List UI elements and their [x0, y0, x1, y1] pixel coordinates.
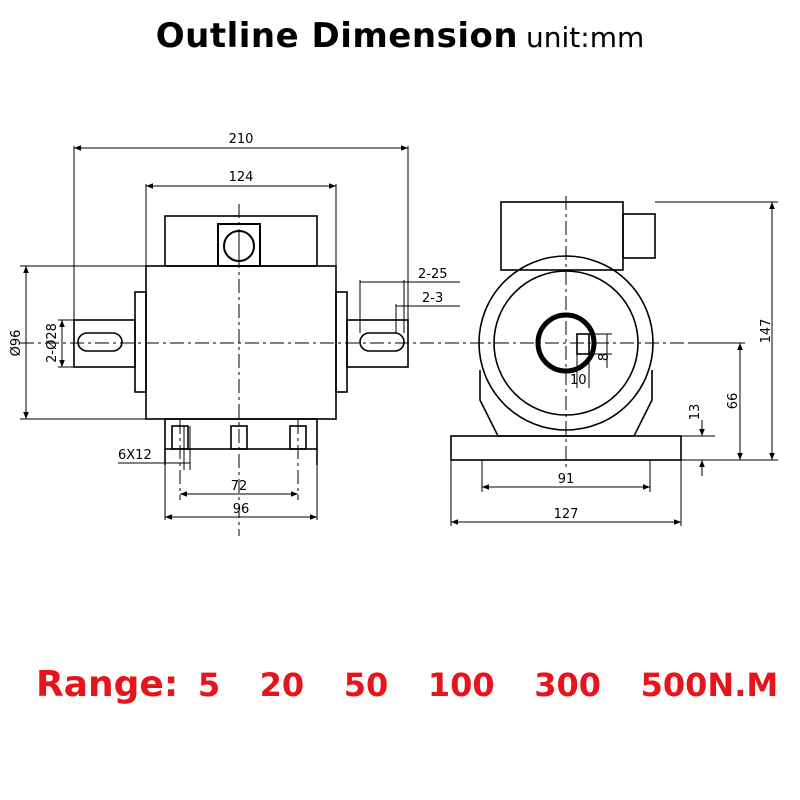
range-line: Range: 5 20 50 100 300 500N.M [36, 664, 778, 705]
title-main: Outline Dimension [155, 16, 519, 56]
dim-mount-holes: 6X12 [118, 448, 152, 463]
range-value: 500N.M [640, 666, 779, 704]
dim-overall-length: 210 [229, 132, 254, 147]
title-unit: unit:mm [526, 21, 645, 54]
dim-body-length: 124 [229, 170, 254, 185]
dim-shaft-diameter: Ø96 [9, 330, 24, 357]
dim-key-width: 10 [570, 373, 587, 388]
dim-overall-height: 147 [759, 319, 774, 344]
dim-keyway-length: 2-25 [418, 267, 448, 282]
dim-hole-spacing-front: 72 [231, 479, 248, 494]
side-centerlines [470, 196, 690, 470]
range-value: 5 [197, 666, 221, 704]
dim-base-thickness: 13 [688, 404, 703, 421]
range-value: 50 [343, 666, 389, 704]
side-dimensions [450, 201, 778, 526]
range-value: 20 [259, 666, 305, 704]
side-connector-box [500, 201, 624, 271]
dim-shaft-key: 2-Ø28 [45, 323, 60, 363]
range-value: 100 [427, 666, 495, 704]
dim-hole-spacing-side: 91 [558, 472, 575, 487]
front-dimensions [20, 145, 460, 520]
dim-center-height: 66 [726, 393, 741, 410]
range-value: 300 [534, 666, 602, 704]
dimension-labels: 210 124 Ø96 2-Ø28 2-25 2-3 6X12 72 96 10… [9, 132, 774, 522]
front-centerlines [20, 204, 470, 536]
dim-keyway-offset: 2-3 [422, 291, 443, 306]
dim-base-width-front: 96 [233, 502, 250, 517]
range-label: Range: [36, 664, 179, 705]
dim-key-depth: 8 [597, 353, 612, 361]
dim-base-length: 127 [554, 507, 579, 522]
front-view [73, 215, 409, 465]
